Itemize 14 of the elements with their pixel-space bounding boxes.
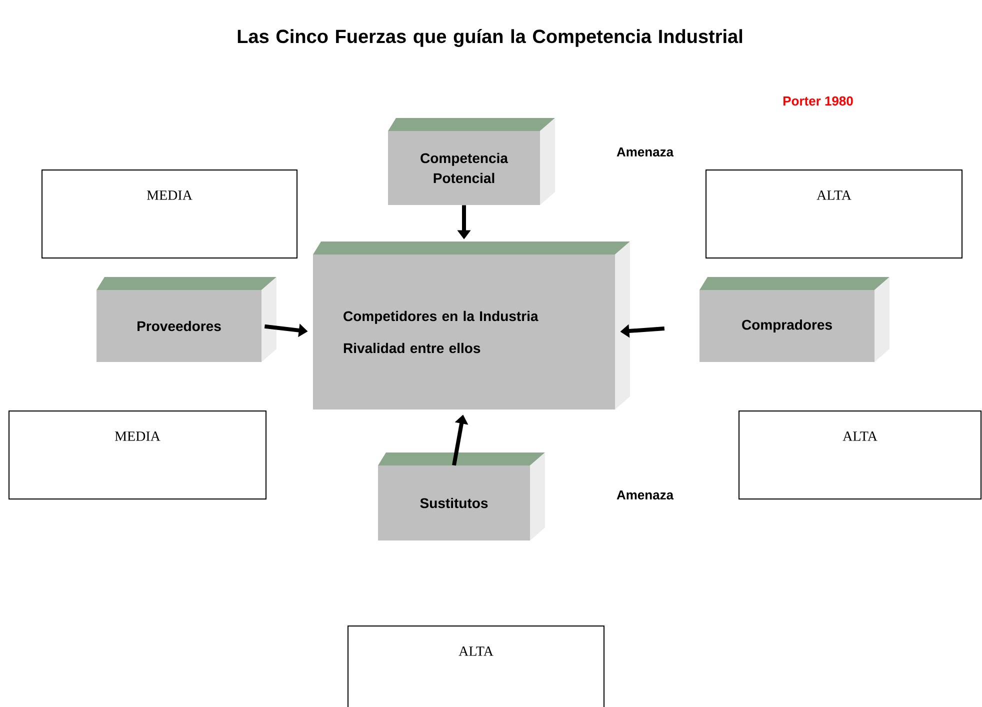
threat-label: Amenaza bbox=[616, 147, 674, 157]
threat-label: Amenaza bbox=[616, 490, 674, 500]
3d-box: Competencia Potencial bbox=[388, 118, 555, 205]
3d-box: Proveedores bbox=[96, 277, 276, 362]
author-note: Porter 1980 bbox=[783, 96, 853, 106]
text-box: ALTA bbox=[706, 170, 962, 258]
title: Las Cinco Fuerzas que guían la Competencia Industrial bbox=[238, 29, 742, 47]
3d-box: Sustitutos bbox=[378, 452, 545, 540]
text-box: MEDIA bbox=[42, 170, 298, 258]
text-box: ALTA bbox=[348, 626, 604, 707]
text-box: MEDIA bbox=[8, 410, 266, 500]
3d-box: Competidores en la Industria Rivalidad entre ellos bbox=[313, 242, 630, 410]
3d-box: Compradores bbox=[700, 277, 890, 362]
text-box: ALTA bbox=[738, 410, 982, 500]
